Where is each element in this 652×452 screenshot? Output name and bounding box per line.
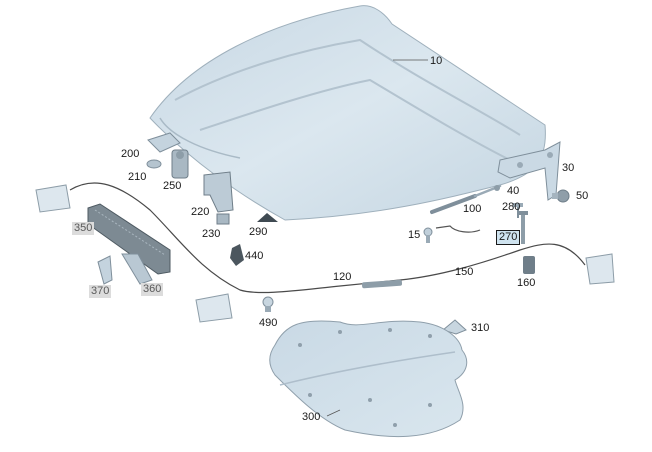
- part-370-clip: [97, 255, 113, 285]
- cable-bracket-lower: [195, 293, 233, 323]
- label-310: 310: [471, 322, 490, 334]
- hood-panel: [149, 5, 546, 221]
- insulation-pad: [269, 320, 468, 438]
- part-210-grommet: [146, 159, 162, 169]
- part-490: [262, 296, 274, 312]
- cable-connector: [361, 279, 403, 289]
- label-370: 370: [89, 285, 112, 298]
- label-270: 270: [496, 230, 521, 245]
- part-160: [523, 256, 535, 274]
- cable-bracket-right: [585, 253, 615, 285]
- bolt-40: [494, 185, 500, 191]
- label-15: 15: [408, 229, 421, 241]
- label-30: 30: [562, 162, 575, 174]
- rubber-buffer-50: [552, 189, 570, 203]
- label-440: 440: [245, 250, 264, 262]
- label-210: 210: [128, 171, 147, 183]
- part-230-clip: [216, 213, 230, 225]
- label-250: 250: [163, 180, 182, 192]
- leader-300: [326, 409, 341, 417]
- label-120: 120: [333, 271, 352, 283]
- label-40: 40: [507, 185, 520, 197]
- part-200-cap: [147, 132, 181, 153]
- label-230: 230: [202, 228, 221, 240]
- label-150: 150: [455, 266, 474, 278]
- label-300: 300: [302, 411, 321, 423]
- clip-15: [423, 227, 433, 243]
- label-290: 290: [249, 226, 268, 238]
- cable-bracket-left: [35, 184, 71, 213]
- hood-hinge: [497, 141, 561, 201]
- label-10: 10: [430, 55, 443, 67]
- label-50: 50: [576, 190, 589, 202]
- part-220-bracket: [203, 171, 234, 213]
- rod-270: [518, 211, 528, 244]
- label-220: 220: [191, 206, 210, 218]
- label-350: 350: [72, 222, 95, 235]
- part-310: [441, 319, 467, 335]
- release-cable: [69, 182, 586, 294]
- label-200: 200: [121, 148, 140, 160]
- label-160: 160: [517, 277, 536, 289]
- part-440-clip: [230, 244, 244, 266]
- part-250-lock: [171, 149, 189, 179]
- label-100: 100: [463, 203, 482, 215]
- wire-15: [435, 225, 481, 233]
- label-490: 490: [259, 317, 278, 329]
- label-280: 280: [502, 201, 521, 213]
- part-290-pad: [257, 213, 278, 222]
- part-360-strip: [121, 253, 153, 285]
- label-360: 360: [141, 283, 164, 296]
